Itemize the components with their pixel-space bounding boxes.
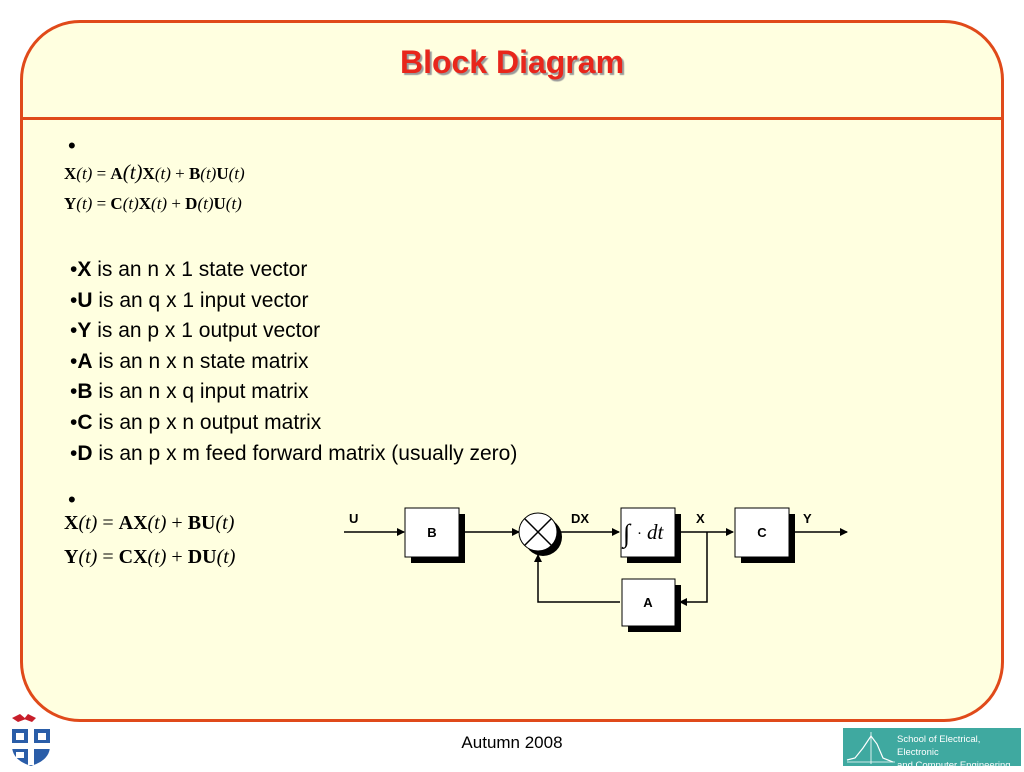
school-name-line1: School of Electrical, Electronic — [897, 734, 981, 758]
list-item: •C is an p x n output matrix — [70, 410, 322, 434]
summing-junction — [518, 512, 562, 556]
block-b: B — [404, 507, 465, 563]
list-item: •D is an p x m feed forward matrix (usua… — [70, 441, 518, 465]
bullet-dot: • — [68, 133, 76, 158]
integrand-dot: · — [637, 526, 642, 542]
integral-sign: ∫ — [621, 519, 632, 549]
state-equation-lti: X(t) = AX(t) + BU(t) — [64, 512, 235, 534]
output-equation-lti: Y(t) = CX(t) + DU(t) — [64, 546, 236, 568]
footer-date: Autumn 2008 — [461, 733, 563, 752]
block-c: C — [734, 507, 795, 563]
list-item: •X is an n x 1 state vector — [70, 258, 308, 281]
wire-a-to-sum — [534, 554, 620, 603]
crest-icon — [12, 714, 50, 766]
waveform-icon — [846, 732, 895, 764]
definition-list: •X is an n x 1 state vector •U is an q x… — [70, 255, 517, 469]
signal-label-x: X — [696, 511, 705, 526]
integrator-dt: dt — [647, 520, 665, 544]
signal-label-dx: DX — [571, 511, 589, 526]
block-a-label: A — [643, 595, 653, 610]
slide-frame — [20, 20, 1004, 722]
slide-title: Block Diagram — [399, 44, 625, 80]
signal-label-y: Y — [803, 511, 812, 526]
signal-label-u: U — [349, 511, 358, 526]
block-b-label: B — [427, 525, 436, 540]
school-name-line2: and Computer Engineering — [897, 760, 1011, 771]
list-item: •B is an n x q input matrix — [70, 380, 309, 404]
bullet-dot: • — [68, 487, 76, 512]
list-item: •A is an n x n state matrix — [70, 349, 309, 373]
block-diagram: B ∫ · dt C A U DX X Y — [344, 507, 848, 632]
block-a: A — [621, 578, 681, 632]
title-separator — [23, 117, 1001, 120]
integrator-block: ∫ · dt — [620, 507, 681, 563]
school-logo: School of Electrical, Electronic and Com… — [842, 727, 1022, 771]
state-equation-tv: X(t) = A(t)X(t) + B(t)U(t) — [64, 160, 245, 184]
output-equation-tv: Y(t) = C(t)X(t) + D(t)U(t) — [64, 194, 242, 213]
list-item: •Y is an p x 1 output vector — [70, 319, 321, 343]
block-c-label: C — [757, 525, 767, 540]
school-name: School of Electrical, Electronic and Com… — [897, 733, 1021, 772]
list-item: •U is an q x 1 input vector — [70, 288, 309, 312]
wire-x-to-a — [679, 532, 708, 606]
